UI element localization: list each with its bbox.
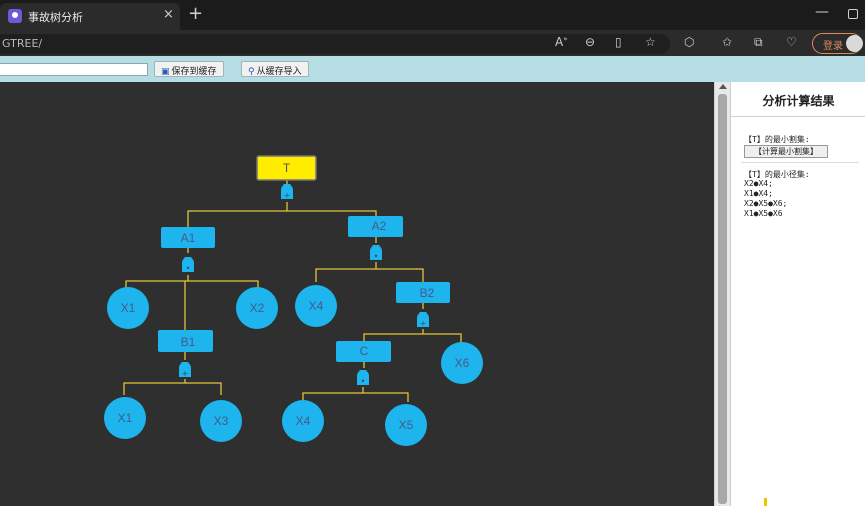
collections-icon[interactable]: ⧉ xyxy=(754,35,763,49)
fault-tree-diagram: T + • • + + • A1 xyxy=(104,155,483,446)
save-to-cache-label: 保存到缓存 xyxy=(171,67,217,77)
reader-view-icon[interactable]: ▯ xyxy=(615,35,622,49)
basic-event-X5-label: X5 xyxy=(399,418,414,432)
event-B2[interactable]: B2 xyxy=(396,282,450,303)
gate-B2-symbol: + xyxy=(420,319,427,328)
tree-edges xyxy=(123,179,462,402)
panel-divider xyxy=(731,116,865,117)
event-A1-label: A1 xyxy=(181,231,196,245)
extensions-icon[interactable]: ⬡ xyxy=(684,35,695,49)
event-B1-label: B1 xyxy=(181,335,196,349)
import-from-cache-label: 从缓存导入 xyxy=(256,67,302,77)
results-panel-title: 分析计算结果 xyxy=(762,94,835,108)
login-button[interactable]: 登录 xyxy=(812,33,863,54)
scrollbar-thumb[interactable] xyxy=(718,94,727,504)
address-bar: GTREE/ A» ⊖ ▯ ☆ ⬡ ✩ ⧉ ♡ 登录 xyxy=(0,30,865,56)
event-A2[interactable]: A2 xyxy=(348,216,403,237)
import-from-cache-button[interactable]: ⚲从缓存导入 xyxy=(241,61,309,77)
save-to-cache-button[interactable]: ▣保存到缓存 xyxy=(154,61,224,77)
event-C-label: C xyxy=(360,344,369,358)
avatar-icon xyxy=(846,35,863,52)
search-icon: ⚲ xyxy=(248,67,255,77)
gate-B1-symbol: + xyxy=(182,369,189,378)
basic-event-X2-label: X2 xyxy=(250,301,265,315)
event-B2-label: B2 xyxy=(420,286,435,300)
panel-divider-2 xyxy=(741,162,859,163)
gate-A1-symbol: • xyxy=(186,264,191,273)
basic-event-X1-left[interactable]: X1 xyxy=(107,287,149,329)
scroll-up-arrow-icon[interactable] xyxy=(719,84,727,89)
min-path-set-heading: 【T】的最小径集: xyxy=(744,170,810,179)
path-set-item: X1●X4; xyxy=(744,189,773,198)
path-set-item: X2●X5●X6; xyxy=(744,199,788,208)
basic-event-X3[interactable]: X3 xyxy=(200,400,242,442)
gate-C-symbol: • xyxy=(361,377,366,386)
top-event-label: T xyxy=(283,161,291,175)
path-set-item: X1●X5●X6 xyxy=(744,209,783,218)
event-C[interactable]: C xyxy=(336,341,391,362)
basic-event-X4-top[interactable]: X4 xyxy=(295,285,337,327)
basic-event-X5[interactable]: X5 xyxy=(385,404,427,446)
favorite-star-icon[interactable]: ☆ xyxy=(645,35,656,49)
gate-C[interactable]: • xyxy=(357,370,369,386)
calc-min-cut-set-button[interactable]: 【计算最小割集】 xyxy=(744,145,828,158)
top-event-node[interactable]: T xyxy=(256,155,317,181)
basic-event-X2[interactable]: X2 xyxy=(236,287,278,329)
fault-tree-canvas[interactable]: T + • • + + • A1 xyxy=(0,82,714,506)
app-favicon-icon xyxy=(8,9,22,23)
basic-event-X1-bottom[interactable]: X1 xyxy=(104,397,146,439)
floppy-disk-icon: ▣ xyxy=(161,67,170,77)
basic-event-X4-top-label: X4 xyxy=(309,299,324,313)
browser-essentials-icon[interactable]: ♡ xyxy=(786,35,797,49)
tree-name-input[interactable] xyxy=(0,63,148,76)
url-text: GTREE/ xyxy=(2,37,43,50)
gate-A2[interactable]: • xyxy=(370,245,382,261)
basic-event-X1-left-label: X1 xyxy=(121,301,136,315)
gate-B1[interactable]: + xyxy=(179,362,191,378)
gate-B2[interactable]: + xyxy=(417,312,429,328)
basic-event-X3-label: X3 xyxy=(214,414,229,428)
url-field[interactable]: GTREE/ xyxy=(0,34,670,54)
gate-T[interactable]: + xyxy=(281,184,293,200)
favorites-list-icon[interactable]: ✩ xyxy=(722,35,733,49)
read-aloud-icon[interactable]: A» xyxy=(555,35,568,49)
new-tab-icon[interactable]: + xyxy=(188,3,204,24)
canvas-scrollbar[interactable] xyxy=(714,82,730,506)
min-cut-set-heading: 【T】的最小割集: xyxy=(744,135,810,144)
results-panel: 分析计算结果 【T】的最小割集: 【计算最小割集】 【T】的最小径集: X2●X… xyxy=(730,82,865,506)
tab-title: 事故树分析 xyxy=(28,11,83,24)
browser-tab-bar: 事故树分析 × + — xyxy=(0,0,865,30)
text-cursor-marker xyxy=(764,498,767,506)
basic-event-X4-bottom-label: X4 xyxy=(296,414,311,428)
browser-tab[interactable]: 事故树分析 × xyxy=(0,3,180,30)
basic-event-X6[interactable]: X6 xyxy=(441,342,483,384)
app-toolbar: ▣保存到缓存 ⚲从缓存导入 xyxy=(0,56,865,82)
gate-A2-symbol: • xyxy=(374,252,379,261)
event-A1[interactable]: A1 xyxy=(161,227,215,248)
zoom-out-icon[interactable]: ⊖ xyxy=(585,35,596,49)
event-A2-label: A2 xyxy=(372,219,387,233)
login-label: 登录 xyxy=(823,41,843,52)
gate-T-symbol: + xyxy=(284,191,291,200)
basic-event-X1-bottom-label: X1 xyxy=(118,411,133,425)
window-maximize-icon[interactable] xyxy=(848,9,858,19)
basic-event-X6-label: X6 xyxy=(455,356,470,370)
event-B1[interactable]: B1 xyxy=(158,330,213,352)
window-minimize-icon[interactable]: — xyxy=(815,4,829,20)
tab-close-icon[interactable]: × xyxy=(163,7,174,22)
path-set-item: X2●X4; xyxy=(744,179,773,188)
basic-event-X4-bottom[interactable]: X4 xyxy=(282,400,324,442)
gate-A1[interactable]: • xyxy=(182,257,194,273)
